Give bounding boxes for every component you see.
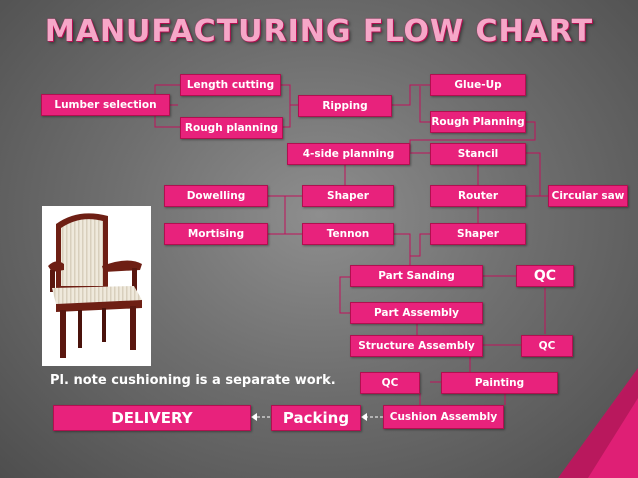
node-mortising: Mortising <box>164 223 268 245</box>
node-painting: Painting <box>441 372 558 394</box>
chair-photo <box>42 206 151 366</box>
node-lumber-selection: Lumber selection <box>41 94 170 116</box>
node-part-sanding: Part Sanding <box>350 265 483 287</box>
node-shaper-1: Shaper <box>302 185 394 207</box>
node-tennon: Tennon <box>302 223 394 245</box>
page-title: MANUFACTURING FLOW CHART <box>44 14 594 49</box>
node-circular-saw: Circular saw <box>548 185 628 207</box>
node-qc-1: QC <box>516 265 574 287</box>
node-structure-assembly: Structure Assembly <box>350 335 483 357</box>
node-4-side-planning: 4-side planning <box>287 143 410 165</box>
node-glue-up: Glue-Up <box>430 74 526 96</box>
node-rough-planning-2: Rough Planning <box>430 111 526 133</box>
node-stancil: Stancil <box>430 143 526 165</box>
node-qc-2: QC <box>521 335 573 357</box>
decorative-corner <box>558 368 638 478</box>
node-qc-3: QC <box>360 372 420 394</box>
node-rough-planning-1: Rough planning <box>180 117 283 139</box>
cushioning-note: Pl. note cushioning is a separate work. <box>50 373 336 388</box>
node-part-assembly: Part Assembly <box>350 302 483 324</box>
node-ripping: Ripping <box>298 95 392 117</box>
node-dowelling: Dowelling <box>164 185 268 207</box>
node-cushion-assembly: Cushion Assembly <box>383 405 504 429</box>
node-router: Router <box>430 185 526 207</box>
node-length-cutting: Length cutting <box>180 74 281 96</box>
node-packing: Packing <box>271 405 361 431</box>
node-shaper-2: Shaper <box>430 223 526 245</box>
node-delivery: DELIVERY <box>53 405 251 431</box>
